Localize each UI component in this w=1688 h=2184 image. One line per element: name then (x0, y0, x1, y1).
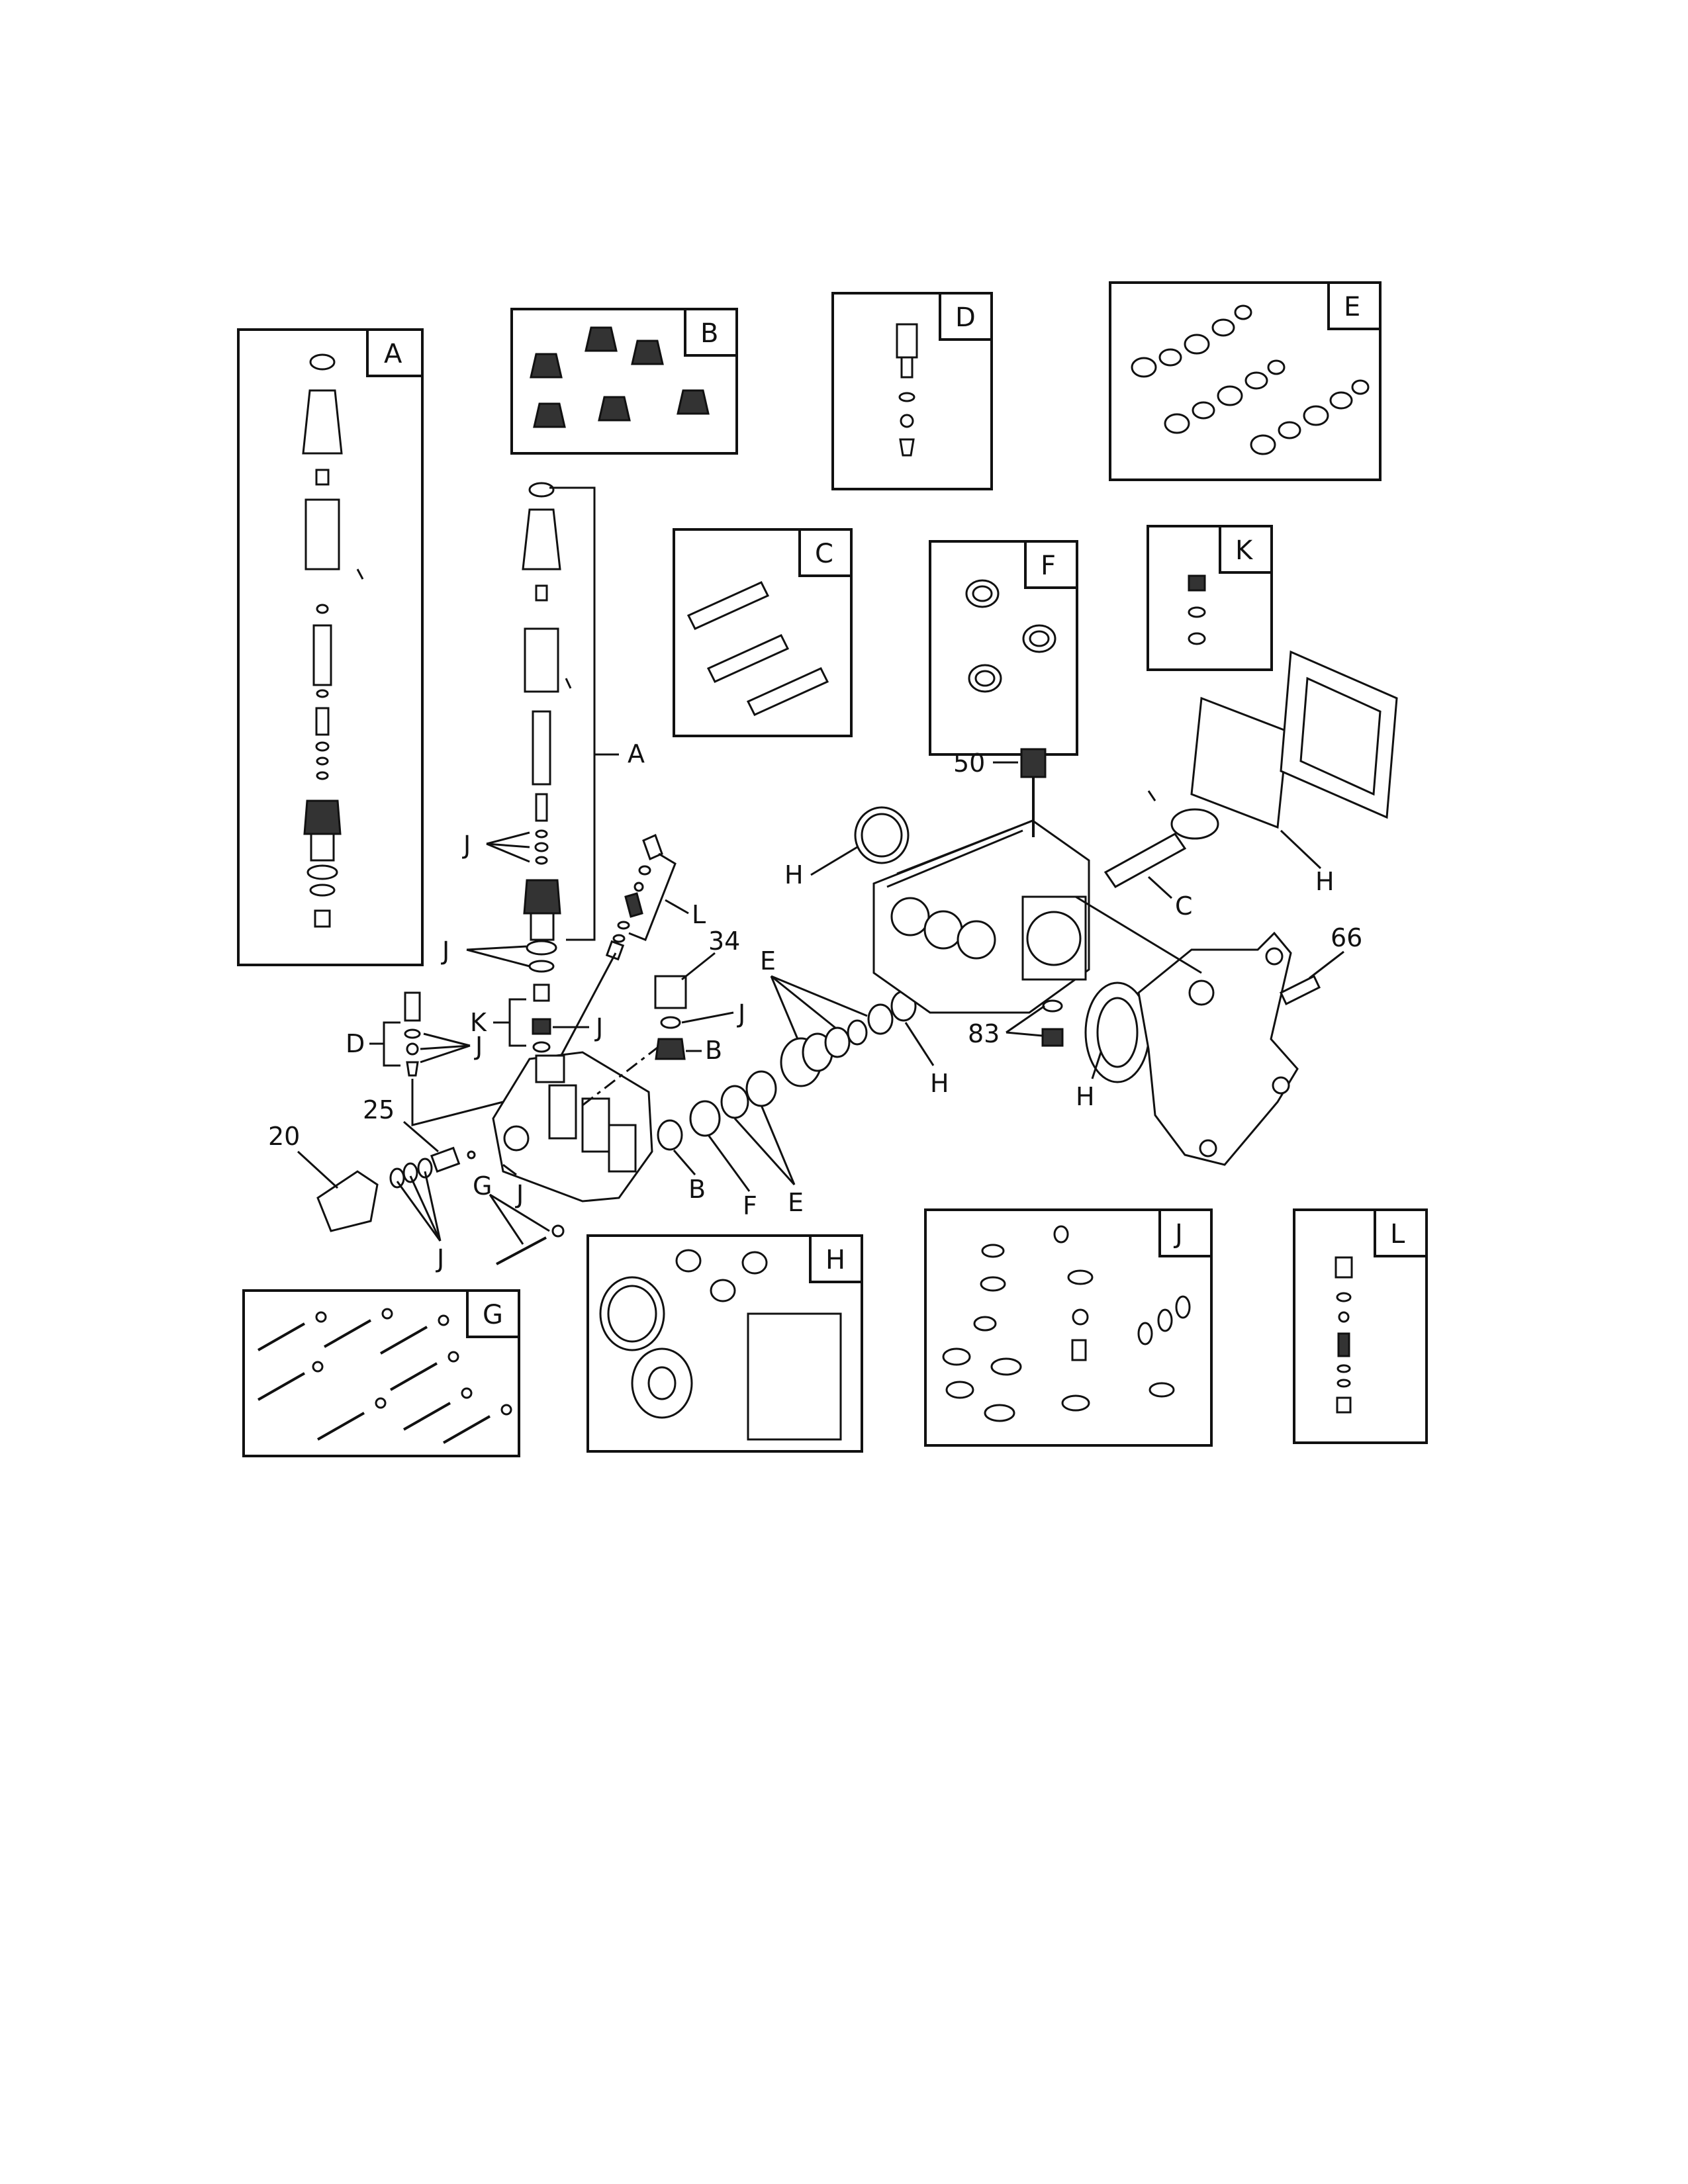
kit-a-label: A (384, 339, 402, 369)
callout-e-1: E (788, 1188, 804, 1217)
outlet-fitting-assembly: 20 25 J J (268, 1095, 524, 1273)
kit-d-check-valve (896, 323, 918, 457)
kit-h-label: H (825, 1245, 845, 1275)
kit-box-b: B (510, 308, 738, 455)
callout-j-k: J (553, 1013, 603, 1042)
callout-25: 25 (363, 1095, 395, 1124)
callout-e-2: E (760, 946, 776, 976)
callout-j-4: J (474, 1032, 483, 1061)
kit-d-label: D (955, 302, 976, 333)
callout-j-2: J (441, 936, 449, 966)
callout-34: 34 (708, 927, 740, 956)
callout-f: F (743, 1191, 757, 1220)
callout-a: A (628, 739, 645, 768)
kit-g-label: G (483, 1300, 503, 1330)
kit-g-bolts (258, 1308, 512, 1444)
kit-a-valve-stack (302, 353, 364, 928)
callout-j-7: J (737, 999, 745, 1028)
callout-h-3: H (1315, 867, 1335, 896)
kit-box-d: D (831, 292, 993, 490)
kit-k-label: K (1235, 535, 1254, 566)
kit-c-label: C (815, 539, 833, 569)
kit-box-j: J (924, 1208, 1213, 1447)
callout-83: 83 (968, 1019, 1000, 1048)
crankcase-cover-h: H (784, 806, 910, 889)
kit-h-seals (599, 1249, 842, 1441)
kit-box-e: E (1109, 281, 1382, 481)
callout-c: C (1175, 891, 1193, 921)
callout-h-4: H (1076, 1082, 1095, 1111)
kit-box-h: H (586, 1234, 863, 1453)
callout-h-2: H (784, 860, 804, 889)
callout-l: L (692, 900, 706, 929)
callout-k: K (470, 998, 526, 1047)
kit-c-plungers (686, 581, 829, 716)
callout-j-mid: J (441, 936, 530, 968)
kit-box-f: F (929, 540, 1078, 756)
kit-b-label: B (700, 318, 718, 349)
callout-k-label: K (470, 1008, 487, 1037)
callout-d: D (346, 1029, 365, 1058)
kit-box-k: K (1147, 525, 1273, 671)
kit-e-label: E (1344, 292, 1360, 322)
callout-66: 66 (1331, 923, 1362, 952)
drain-plug-83: 83 (968, 999, 1064, 1048)
kit-box-l: L (1293, 1208, 1428, 1444)
unloader-valve-stack (522, 482, 572, 1073)
kit-j-label: J (1173, 1219, 1183, 1250)
kit-f-label: F (1041, 551, 1056, 581)
callout-h-1: H (930, 1069, 949, 1098)
callout-j-3: J (594, 1013, 603, 1042)
plunger-rod-c: C (1103, 790, 1219, 921)
callout-g: G (473, 1171, 492, 1201)
check-valve-stack-d: D J (346, 991, 504, 1126)
callout-20: 20 (268, 1122, 300, 1151)
callout-50: 50 (953, 749, 985, 778)
callout-j-5: J (436, 1244, 444, 1273)
kit-j-o-rings (942, 1225, 1191, 1422)
kit-box-a: A (237, 328, 424, 966)
callout-a-bracket: A (549, 486, 645, 941)
engine-mounting-flange (1075, 895, 1299, 1166)
mounting-bolt-66: 66 (1280, 923, 1362, 1006)
manifold-bolt-g: G (473, 1171, 565, 1265)
kit-box-c: C (673, 528, 853, 737)
callout-b-1: B (705, 1036, 722, 1065)
kit-e-seals (1131, 304, 1370, 455)
plug-34-assembly: 34 J B (654, 927, 745, 1065)
callout-j-6: J (515, 1180, 524, 1209)
callout-j-1: J (462, 831, 471, 860)
kit-l-label: L (1390, 1219, 1405, 1250)
callout-j-upper: J (462, 831, 530, 863)
kit-b-valves (530, 326, 710, 428)
crank-seal-h: H (1076, 981, 1150, 1111)
callout-b-2: B (688, 1175, 706, 1204)
kit-l-parts (1335, 1256, 1353, 1414)
plunger-seal-row: B F E E H (657, 946, 949, 1220)
manifold-body (492, 1038, 669, 1203)
rear-gasket-and-cover: H (1190, 650, 1398, 896)
pump-crankcase (872, 819, 1090, 1014)
dipstick-50: 50 (953, 748, 1047, 837)
kit-k-parts (1188, 574, 1206, 645)
relief-nozzle-stack: L (558, 833, 706, 1060)
kit-f-seals (965, 579, 1056, 693)
kit-box-g: G (242, 1289, 520, 1457)
